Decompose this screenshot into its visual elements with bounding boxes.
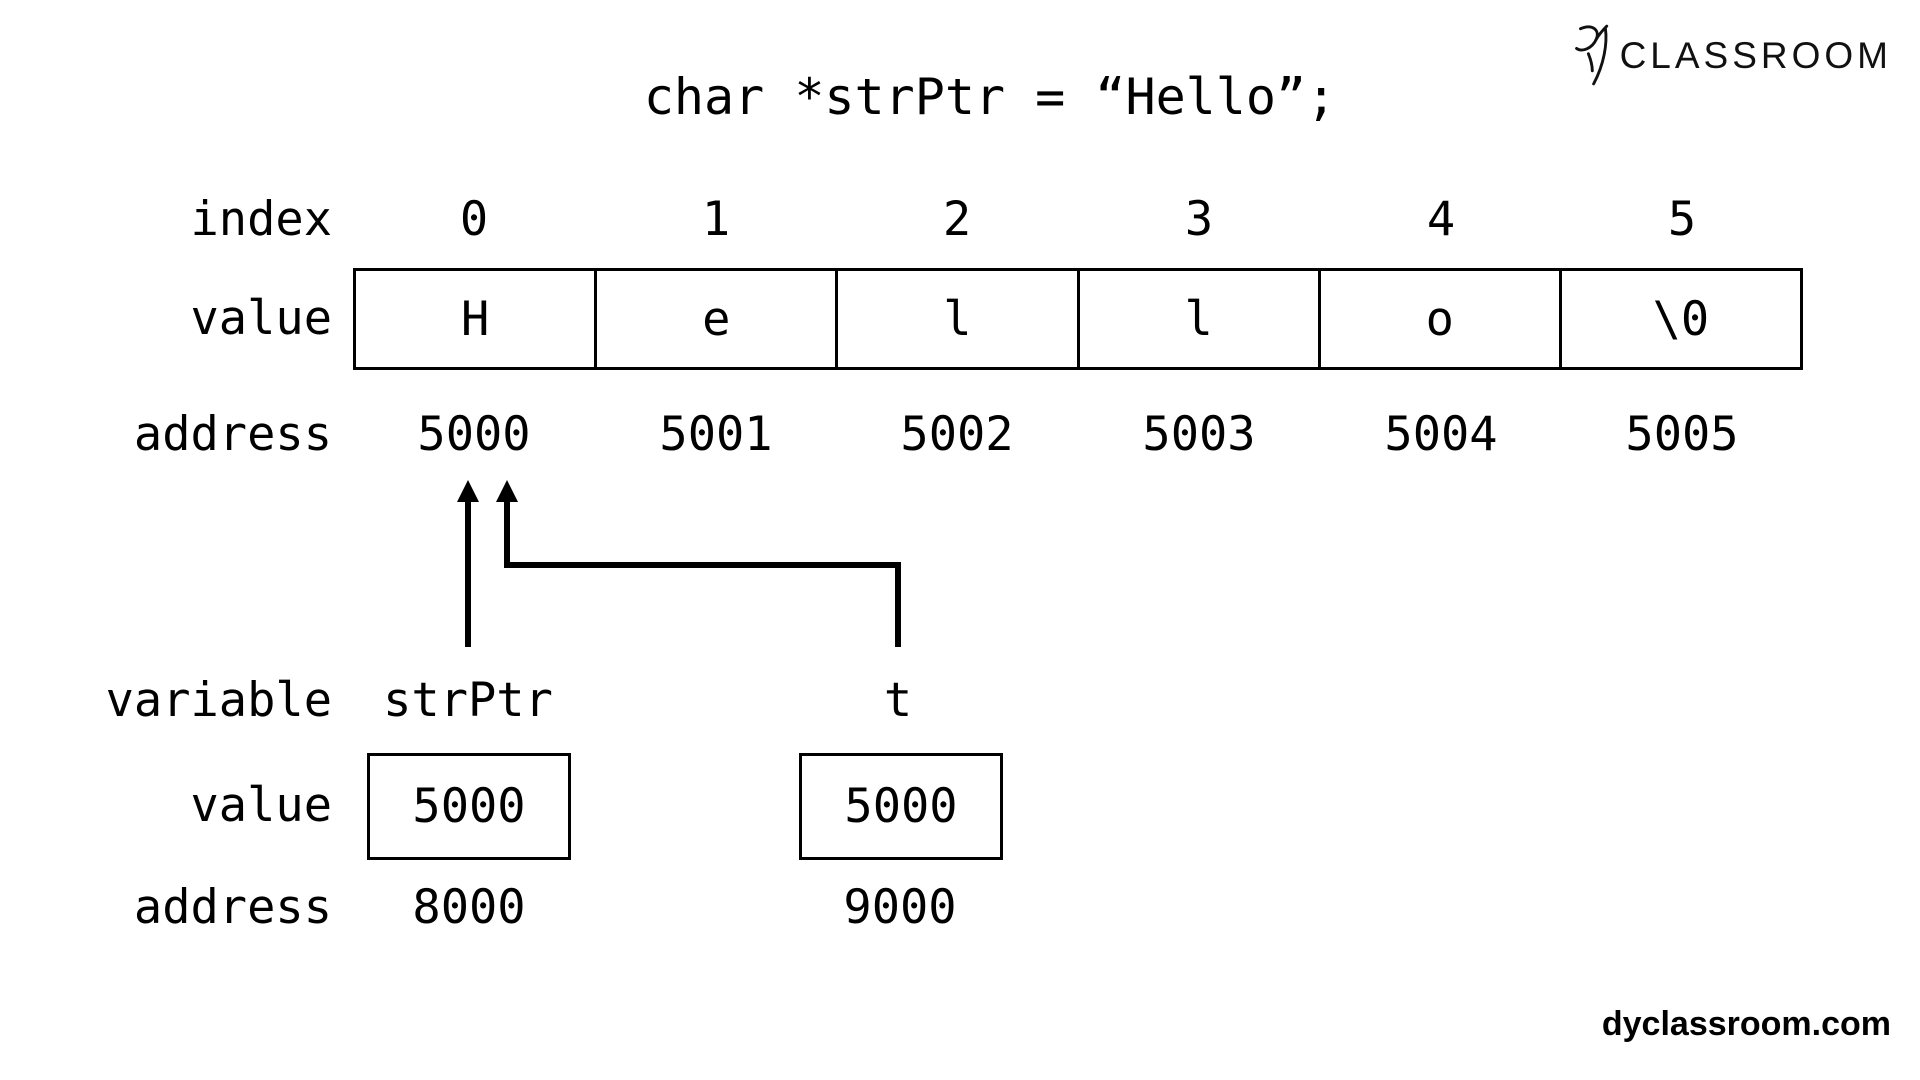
array-index-5: 5 [1667,192,1697,247]
array-value-row-label: value [190,291,332,346]
strptr-arrow-head-icon [457,480,479,502]
array-address-4: 5004 [1384,407,1498,462]
t-address: 9000 [843,880,957,935]
pointer-address-row-label: address [133,880,332,935]
strptr-arrow-shaft [465,500,471,647]
array-cell: l [1076,268,1321,370]
array-cell: l [835,268,1080,370]
array-address-row-label: address [133,407,332,462]
char-array: H e l l o \0 [353,268,1804,370]
watermark-text: dyclassroom.com [1601,1005,1891,1043]
pointer-value-row-label: value [190,778,332,833]
array-index-1: 1 [701,192,731,247]
array-cell: \0 [1558,268,1804,370]
array-address-5: 5005 [1625,407,1739,462]
variable-name-strptr: strPtr [383,673,553,728]
t-arrow-upper-segment [504,500,510,568]
array-address-1: 5001 [659,407,773,462]
array-index-row-label: index [190,192,332,247]
strptr-address: 8000 [412,880,526,935]
t-arrow-head-icon [496,480,518,502]
array-cell: o [1317,268,1562,370]
pointer-variable-row-label: variable [105,673,332,728]
array-index-4: 4 [1426,192,1456,247]
t-arrow-horizontal-segment [504,562,901,568]
array-index-0: 0 [459,192,489,247]
brand-logo-text: CLASSROOM [1619,34,1892,76]
array-address-2: 5002 [900,407,1014,462]
t-arrow-lower-segment [895,562,901,647]
array-address-3: 5003 [1142,407,1256,462]
array-cell: e [594,268,839,370]
strptr-value-box: 5000 [367,753,571,860]
code-statement: char *strPtr = “Hello”; [643,68,1337,126]
dy-logo-icon [1570,24,1612,90]
t-value-box: 5000 [799,753,1003,860]
variable-name-t: t [883,673,913,728]
array-index-2: 2 [942,192,972,247]
array-index-3: 3 [1184,192,1214,247]
brand-logo: CLASSROOM [1570,20,1892,90]
array-cell: H [353,268,598,370]
array-address-0: 5000 [417,407,531,462]
